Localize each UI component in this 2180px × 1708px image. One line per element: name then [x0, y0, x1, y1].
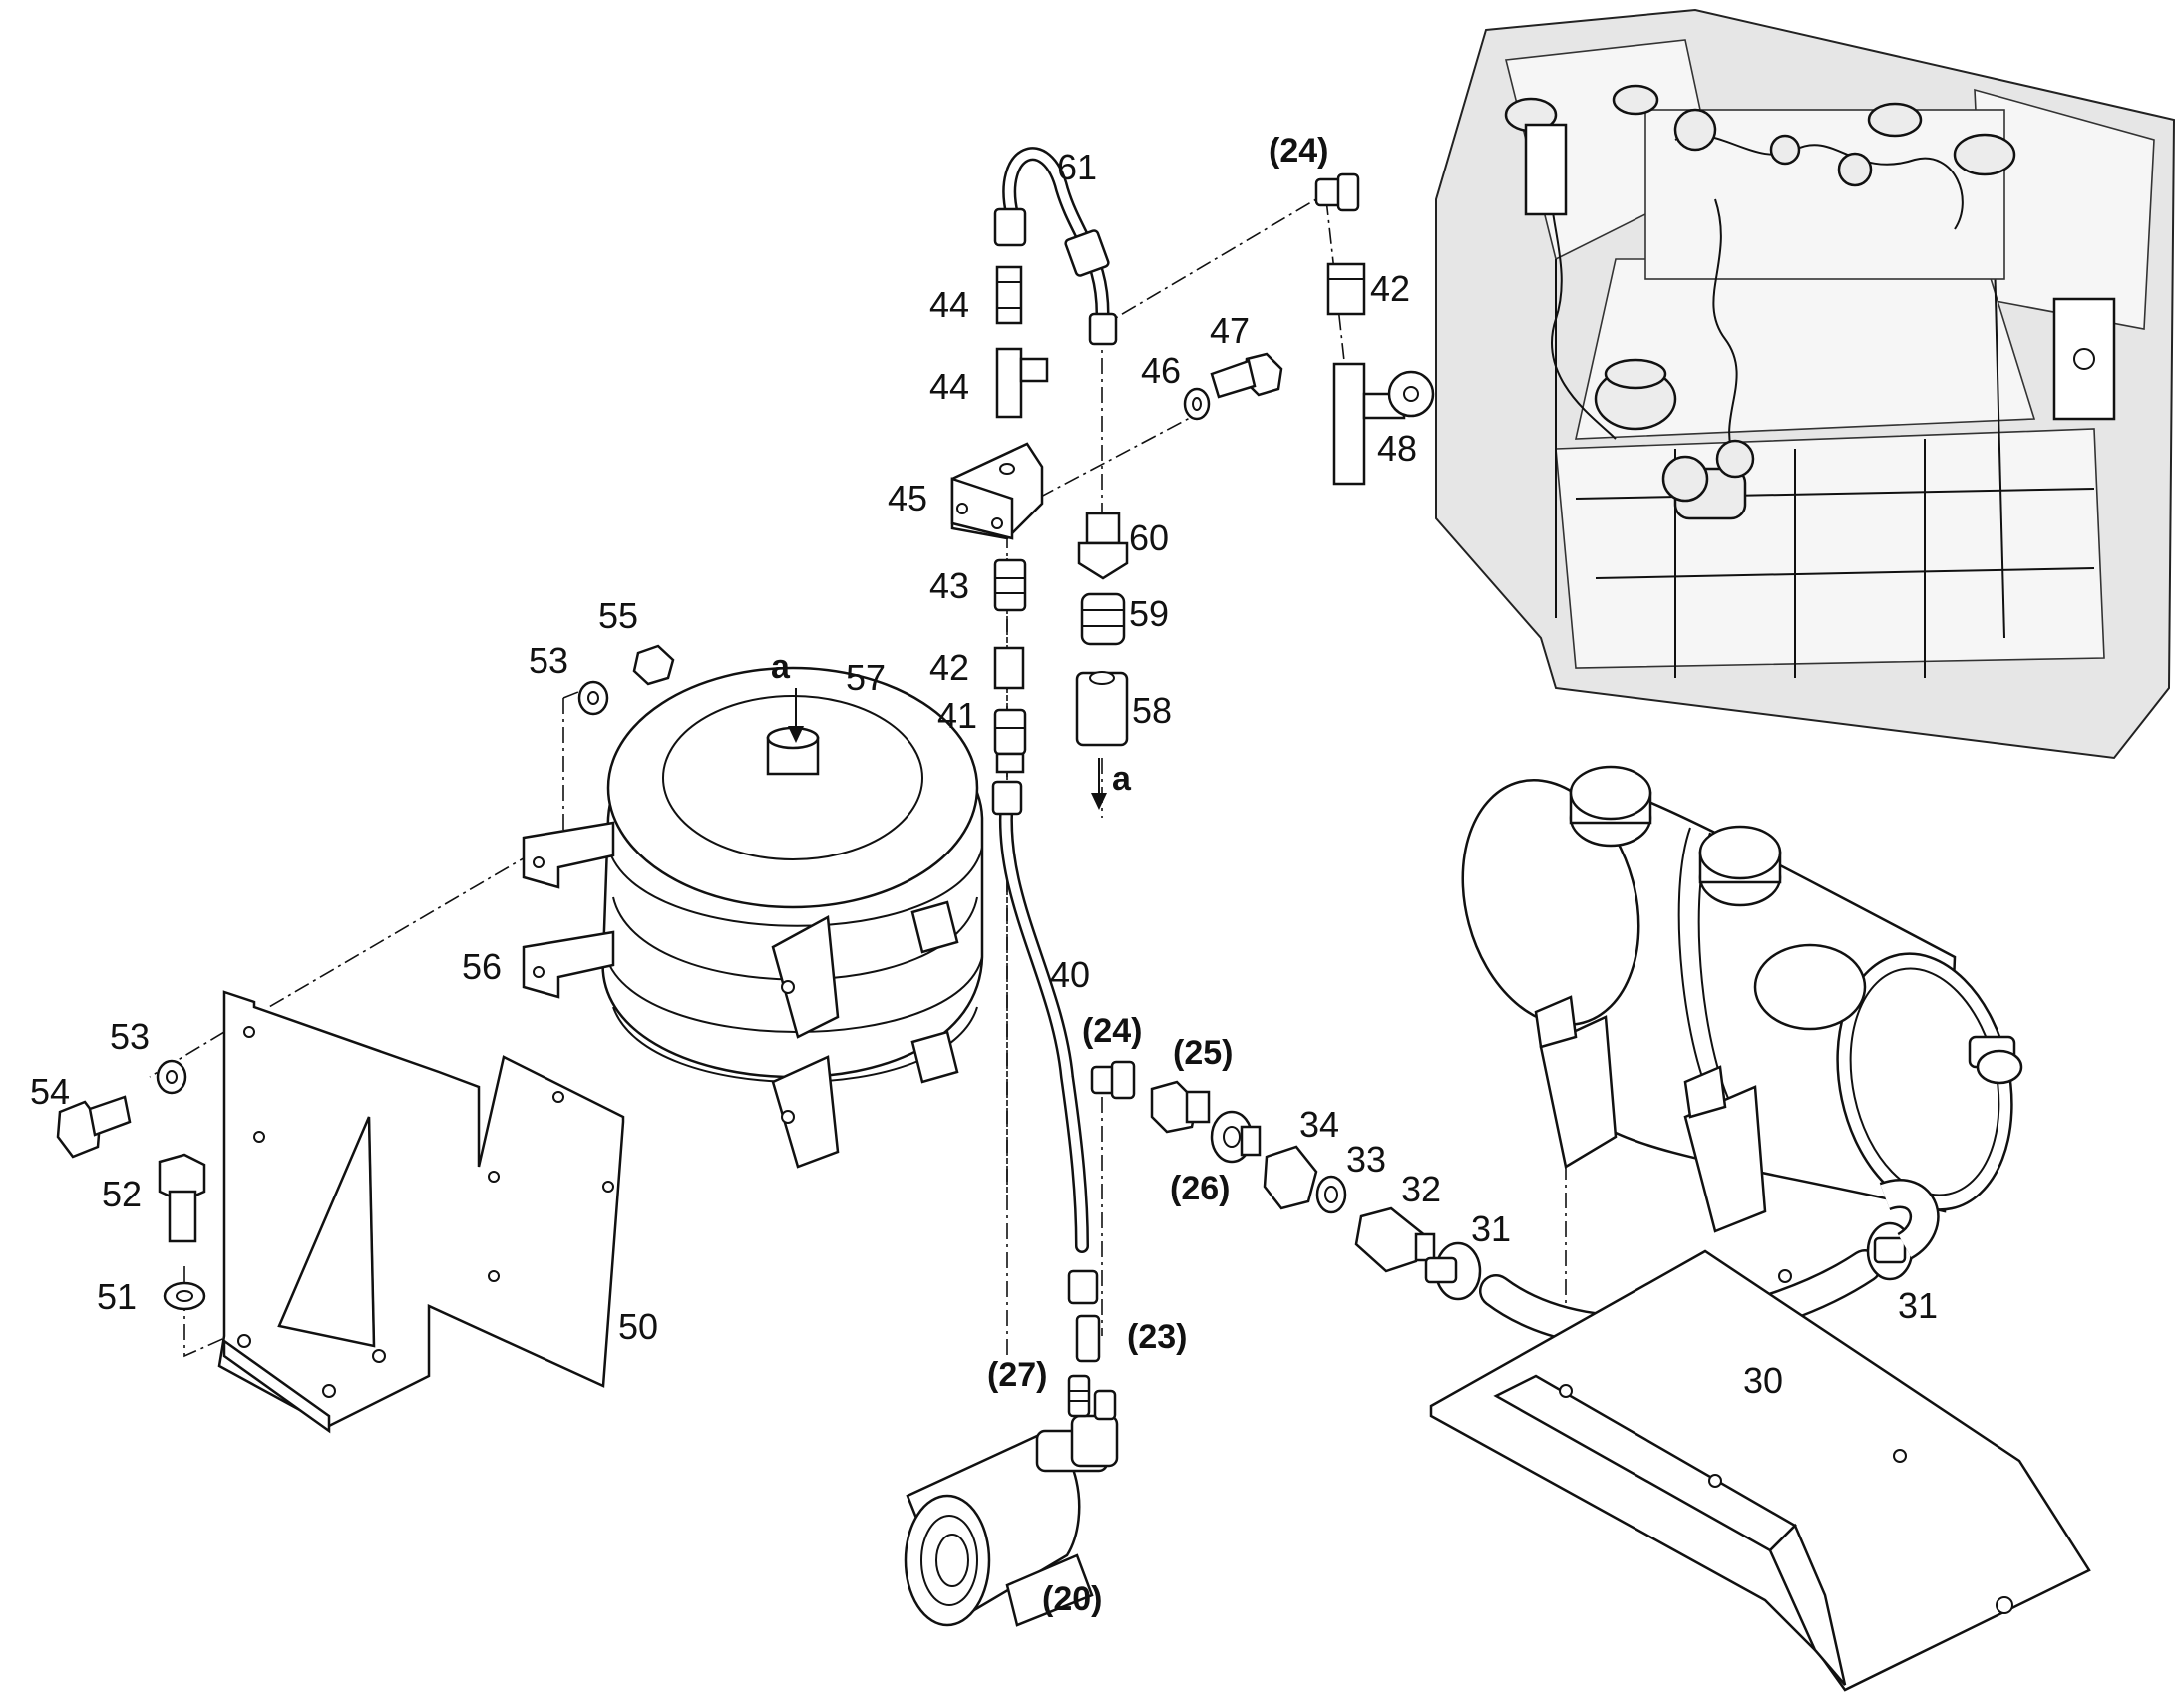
part-label-20: (20): [1042, 1580, 1102, 1618]
part-label-44-upper: 44: [929, 284, 969, 325]
part-label-30: 30: [1743, 1360, 1783, 1401]
part-label-61: 61: [1057, 147, 1097, 187]
part-label-53-upper: 53: [529, 640, 568, 681]
part-label-25: (25): [1173, 1034, 1233, 1072]
part-label-33: 33: [1346, 1139, 1386, 1180]
part-label-54: 54: [30, 1071, 70, 1112]
part-label-24-lower: (24): [1082, 1012, 1142, 1050]
part-label-56: 56: [462, 946, 502, 987]
part-label-51: 51: [97, 1276, 137, 1317]
mounting-plate: [217, 990, 625, 1434]
part-label-42-lower: 42: [929, 647, 969, 688]
cylinder-tank: [1429, 765, 2091, 1692]
part-label-32: 32: [1401, 1169, 1441, 1209]
part-label-45: 45: [888, 478, 927, 518]
part-label-47: 47: [1210, 310, 1250, 351]
part-labels: 61 (24) 44 44 42 47 46 48 45 60 43 59 55…: [30, 132, 1938, 1618]
part-label-26: (26): [1170, 1170, 1230, 1207]
part-label-58: 58: [1132, 690, 1172, 731]
part-label-44-lower: 44: [929, 366, 969, 407]
pump-motor: [904, 1314, 1119, 1627]
machine-frame-inset: [1435, 8, 2176, 760]
part-label-52: 52: [102, 1174, 142, 1214]
part-label-60: 60: [1129, 517, 1169, 558]
part-label-34: 34: [1299, 1104, 1339, 1145]
part-label-a-tank: a: [771, 648, 791, 686]
part-label-23: (23): [1127, 1318, 1187, 1356]
part-label-50: 50: [618, 1306, 658, 1347]
part-label-48: 48: [1377, 428, 1417, 469]
part-label-46: 46: [1141, 350, 1181, 391]
hardware-left: [56, 644, 675, 1311]
part-label-59: 59: [1129, 593, 1169, 634]
part-label-40: 40: [1050, 954, 1090, 995]
part-label-41: 41: [937, 695, 977, 736]
part-label-43: 43: [929, 565, 969, 606]
part-label-31-right: 31: [1898, 1285, 1938, 1326]
part-label-55: 55: [598, 595, 638, 636]
part-label-27: (27): [987, 1356, 1047, 1394]
fittings-stack: [950, 147, 1435, 1305]
air-tank: [522, 666, 984, 1169]
part-label-53-lower: 53: [110, 1016, 150, 1057]
part-label-57: 57: [846, 657, 886, 698]
part-label-24-top: (24): [1269, 132, 1328, 170]
part-label-31-left: 31: [1471, 1208, 1511, 1249]
part-label-42-upper: 42: [1370, 268, 1410, 309]
assembly-lines: [149, 198, 1567, 1396]
part-label-a-outlet: a: [1112, 760, 1132, 798]
